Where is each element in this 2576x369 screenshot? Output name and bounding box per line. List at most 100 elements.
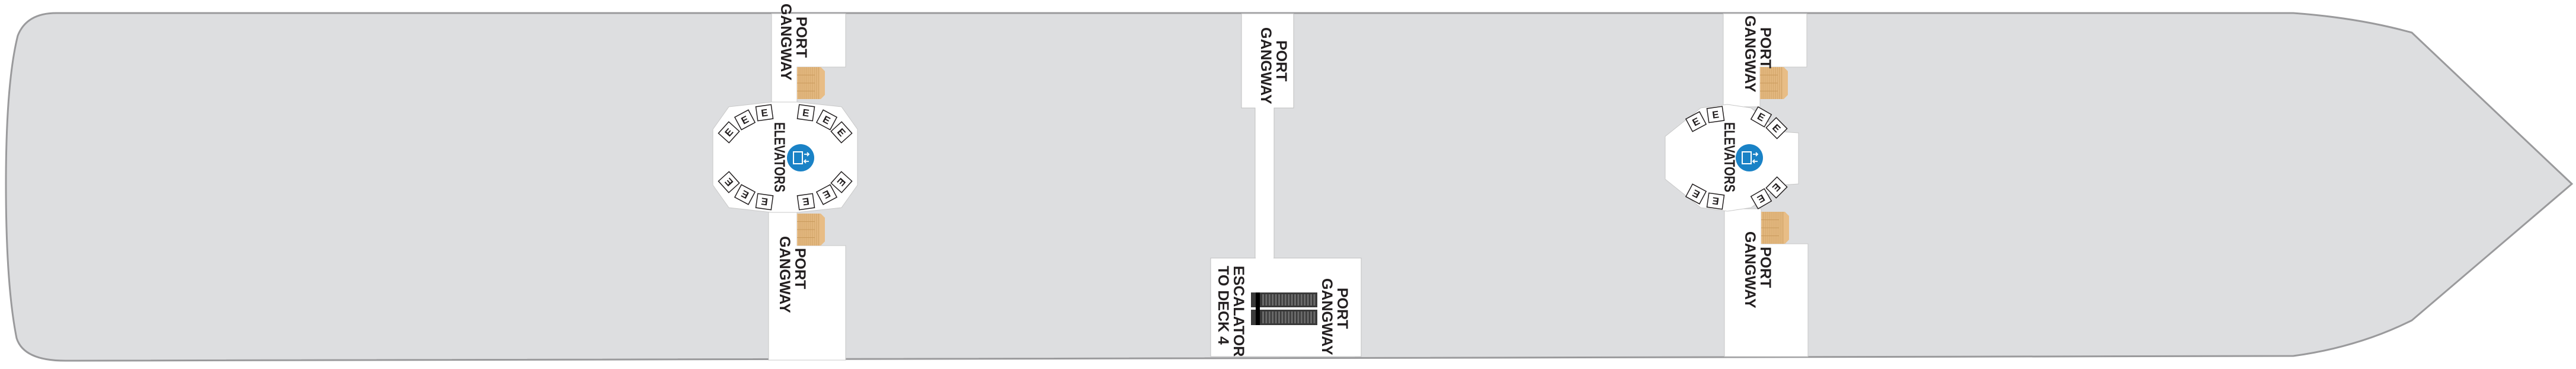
elevator-door-letter: E <box>802 195 810 207</box>
aft-lobby: PORT GANGWAY ELEVATORS PORT GANGWAY <box>712 4 858 361</box>
elevator-door: E <box>718 121 740 144</box>
escalator-label: ESCALATOR TO DECK 4 <box>1215 266 1247 361</box>
fwd-lobby: PORT GANGWAY ELEVATORS PORT GANGWAY <box>1665 13 1809 357</box>
elevator-door-letter: E <box>760 195 769 207</box>
stairs-icon <box>797 214 825 246</box>
fwd-bottom-gangway-label: PORT GANGWAY <box>1742 231 1774 308</box>
escalator-step <box>1272 294 1274 306</box>
elevator-door-box <box>796 193 815 211</box>
escalator-step <box>1288 311 1290 323</box>
elevator-door-letter: E <box>802 107 810 119</box>
elevator-door: E <box>815 109 838 131</box>
escalator-step <box>1294 294 1296 306</box>
elevator-door-box <box>1750 106 1772 128</box>
elevator-door-box <box>1750 188 1772 209</box>
escalator-step <box>1278 294 1280 306</box>
mid-bottom-gangway-label: PORT GANGWAY <box>1319 278 1351 355</box>
elevator-door-box <box>1706 192 1725 210</box>
elevator-door-box <box>755 104 774 122</box>
escalator-step <box>1265 294 1268 306</box>
elevator-door-box <box>796 104 815 122</box>
escalator-step <box>1310 294 1312 306</box>
escalator-step <box>1281 294 1284 306</box>
elevator-door-box <box>815 109 838 131</box>
elevator-door: E <box>718 171 740 193</box>
escalator-icon <box>1251 292 1317 325</box>
mid-gangway-area: PORT GANGWAY PORT GANGWAY ESCALATOR TO D… <box>1210 13 1362 361</box>
ship-hull <box>5 12 2574 362</box>
escalator-step <box>1278 311 1280 323</box>
elevator-door-box <box>830 121 853 144</box>
elevator-door-box <box>718 171 740 193</box>
elevator-icon <box>1736 144 1763 171</box>
escalator-step <box>1284 294 1287 306</box>
escalator-step <box>1313 294 1316 306</box>
escalator-step <box>1304 294 1306 306</box>
elevator-door: E <box>1685 111 1707 132</box>
stairs-icon <box>797 67 825 99</box>
elevator-door-letter: E <box>1711 195 1720 206</box>
elevator-icon <box>787 144 814 171</box>
elevator-door: E <box>734 109 756 131</box>
escalator-step <box>1268 294 1271 306</box>
elevator-door-box <box>718 121 740 144</box>
elevator-door: E <box>1706 106 1725 123</box>
escalator-step <box>1291 294 1293 306</box>
aft-bottom-gangway-label: PORT GANGWAY <box>776 236 808 313</box>
escalator-step <box>1262 311 1264 323</box>
fwd-elevators-label: ELEVATORS <box>1721 122 1737 192</box>
elevator-door-letter: E <box>1711 109 1720 120</box>
elevator-door: E <box>1750 188 1772 209</box>
escalator-step <box>1262 294 1264 306</box>
escalator-step <box>1313 311 1316 323</box>
aft-top-gangway-label: PORT GANGWAY <box>777 4 809 81</box>
elevator-door-box <box>734 109 756 131</box>
escalator-step <box>1307 311 1309 323</box>
elevator-door: E <box>796 104 815 122</box>
elevator-door: E <box>755 104 774 122</box>
escalator-step <box>1297 294 1300 306</box>
elevator-door: E <box>1765 176 1788 199</box>
elevator-door-box <box>1706 106 1725 123</box>
escalator-step <box>1307 294 1309 306</box>
escalator-step <box>1300 311 1303 323</box>
elevator-door-box <box>755 193 774 211</box>
stairs-icon <box>1760 67 1788 99</box>
elevator-door-box <box>1685 183 1707 205</box>
elevator-door: E <box>830 171 853 193</box>
elevator-door: E <box>734 184 756 205</box>
elevator-door-box <box>815 184 838 205</box>
elevator-door-box <box>1765 117 1788 139</box>
elevator-door: E <box>796 193 815 211</box>
escalator-step <box>1291 311 1293 323</box>
elevator-door: E <box>830 121 853 144</box>
escalator-step <box>1272 311 1274 323</box>
escalator-step <box>1275 311 1277 323</box>
escalator-step <box>1310 311 1312 323</box>
escalator-step <box>1304 311 1306 323</box>
escalator-step <box>1281 311 1284 323</box>
escalator-step <box>1300 294 1303 306</box>
aft-elevator-lobby <box>712 101 858 213</box>
elevator-door: E <box>1685 183 1707 205</box>
elevator-door-box <box>734 184 756 205</box>
elevator-door: E <box>1750 106 1772 128</box>
elevator-door-box <box>1685 111 1707 132</box>
fwd-corridor-bottom <box>1724 208 1809 357</box>
aft-elevators-label: ELEVATORS <box>771 122 788 192</box>
mid-top-gangway-label: PORT GANGWAY <box>1257 27 1289 104</box>
escalator-step <box>1288 294 1290 306</box>
elevator-door: E <box>815 184 838 205</box>
escalator-step <box>1297 311 1300 323</box>
fwd-top-gangway-label: PORT GANGWAY <box>1742 15 1774 93</box>
escalator-step <box>1268 311 1271 323</box>
elevator-door-box <box>830 171 853 193</box>
elevator-door: E <box>755 193 774 211</box>
elevator-door-box <box>1765 176 1788 199</box>
stairs-icon <box>1761 212 1789 244</box>
escalator-step <box>1294 311 1296 323</box>
escalator-step <box>1265 311 1268 323</box>
elevator-door-letter: E <box>760 107 769 119</box>
